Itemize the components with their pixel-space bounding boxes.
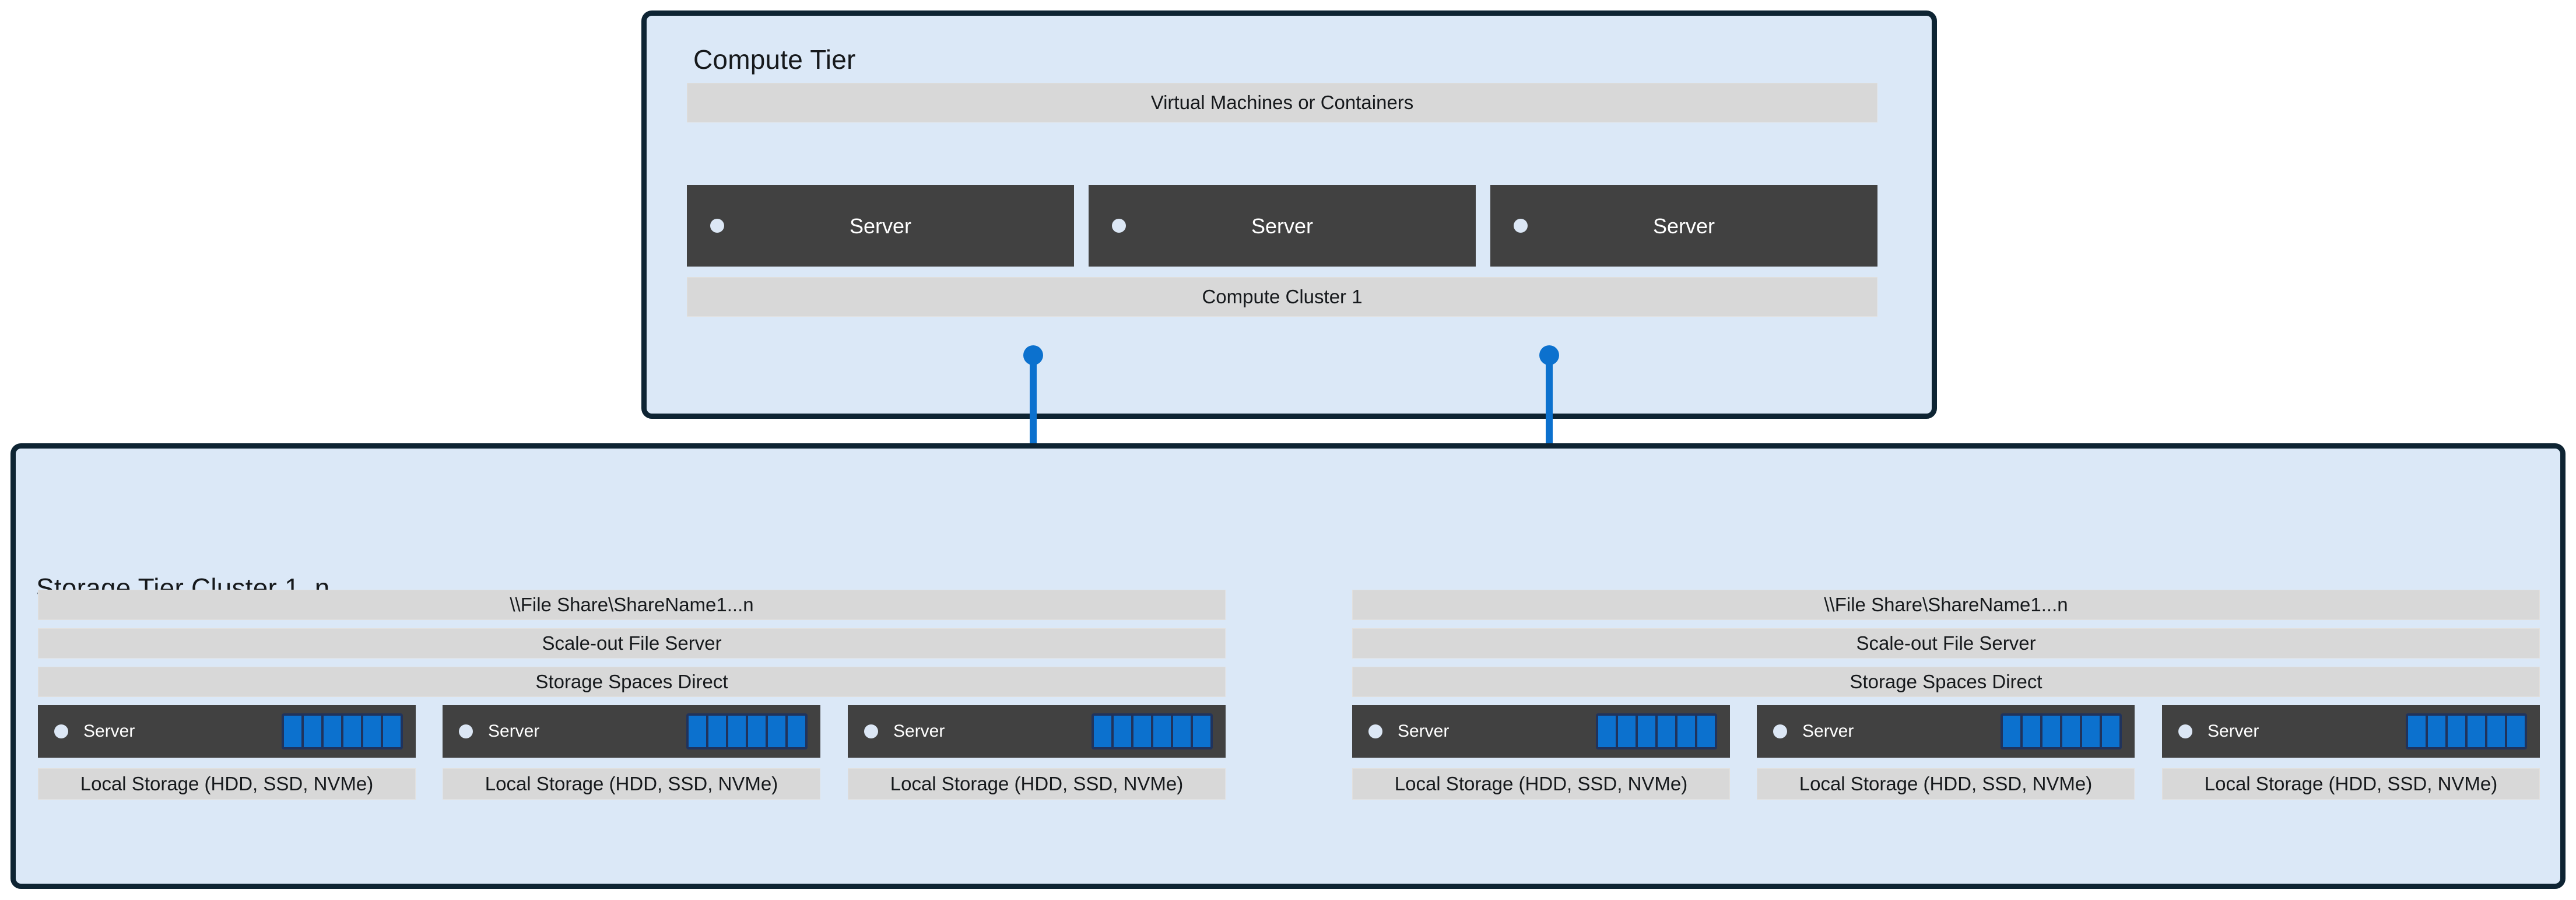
file-share-band-right: \\File Share\ShareName1...n <box>1352 590 2540 620</box>
status-led-icon <box>1112 219 1126 233</box>
storage-tier-panel: Storage Tier Cluster 1..n \\File Share\S… <box>10 443 2566 889</box>
storage-server-right-3-label: Server <box>2208 722 2259 741</box>
storage-spaces-direct-band-right: Storage Spaces Direct <box>1352 667 2540 697</box>
disk-array-icon <box>1596 713 1717 750</box>
compute-server-1[interactable]: Server <box>687 185 1074 267</box>
compute-tier-title: Compute Tier <box>693 44 856 75</box>
status-led-icon <box>1368 724 1382 738</box>
storage-server-left-1-label: Server <box>83 722 135 741</box>
storage-server-right-2-label: Server <box>1802 722 1854 741</box>
compute-server-3[interactable]: Server <box>1490 185 1877 267</box>
storage-server-left-2-label: Server <box>488 722 540 741</box>
compute-cluster-band: Compute Cluster 1 <box>687 277 1877 317</box>
storage-server-right-2[interactable]: Server <box>1757 705 2135 758</box>
local-storage-band-right-3: Local Storage (HDD, SSD, NVMe) <box>2162 768 2540 800</box>
scale-out-file-server-band-left: Scale-out File Server <box>38 628 1226 659</box>
local-storage-band-right-2: Local Storage (HDD, SSD, NVMe) <box>1757 768 2135 800</box>
disk-array-icon <box>2001 713 2122 750</box>
local-storage-band-left-1: Local Storage (HDD, SSD, NVMe) <box>38 768 416 800</box>
disk-array-icon <box>686 713 808 750</box>
status-led-icon <box>710 219 724 233</box>
status-led-icon <box>1773 724 1787 738</box>
compute-tier-panel: Compute Tier Virtual Machines or Contain… <box>641 10 1937 419</box>
disk-array-icon <box>1092 713 1213 750</box>
disk-array-icon <box>282 713 403 750</box>
status-led-icon <box>459 724 473 738</box>
compute-server-2-label: Server <box>1251 214 1314 238</box>
virtual-machines-band: Virtual Machines or Containers <box>687 83 1877 122</box>
scale-out-file-server-band-right: Scale-out File Server <box>1352 628 2540 659</box>
storage-server-left-1[interactable]: Server <box>38 705 416 758</box>
status-led-icon <box>864 724 878 738</box>
local-storage-band-right-1: Local Storage (HDD, SSD, NVMe) <box>1352 768 1730 800</box>
compute-server-3-label: Server <box>1652 214 1715 238</box>
local-storage-band-left-2: Local Storage (HDD, SSD, NVMe) <box>443 768 820 800</box>
local-storage-band-left-3: Local Storage (HDD, SSD, NVMe) <box>848 768 1226 800</box>
status-led-icon <box>1514 219 1528 233</box>
status-led-icon <box>54 724 68 738</box>
storage-server-left-3-label: Server <box>893 722 945 741</box>
storage-spaces-direct-band-left: Storage Spaces Direct <box>38 667 1226 697</box>
status-led-icon <box>2178 724 2192 738</box>
storage-server-right-3[interactable]: Server <box>2162 705 2540 758</box>
file-share-band-left: \\File Share\ShareName1...n <box>38 590 1226 620</box>
storage-server-right-1[interactable]: Server <box>1352 705 1730 758</box>
storage-server-left-2[interactable]: Server <box>443 705 820 758</box>
storage-server-left-3[interactable]: Server <box>848 705 1226 758</box>
compute-server-1-label: Server <box>849 214 912 238</box>
disk-array-icon <box>2406 713 2527 750</box>
compute-server-2[interactable]: Server <box>1089 185 1476 267</box>
storage-server-right-1-label: Server <box>1398 722 1450 741</box>
